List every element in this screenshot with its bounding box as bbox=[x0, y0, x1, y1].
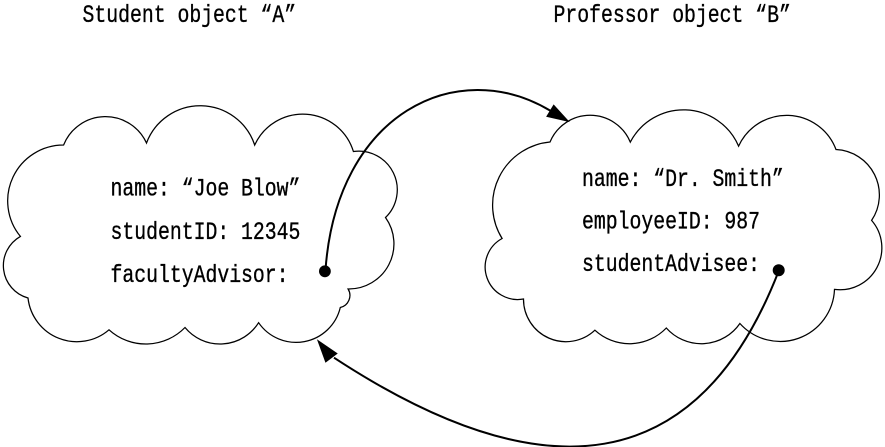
svg-text:employeeID: 987: employeeID: 987 bbox=[582, 208, 760, 237]
svg-text:studentID: 12345: studentID: 12345 bbox=[111, 218, 301, 247]
svg-text:Professor object “B”: Professor object “B” bbox=[554, 1, 791, 30]
svg-text:studentAdvisee:: studentAdvisee: bbox=[582, 250, 760, 279]
svg-text:name: “Joe Blow”: name: “Joe Blow” bbox=[111, 175, 301, 204]
svg-text:Student object “A”: Student object “A” bbox=[83, 1, 297, 30]
svg-text:name: “Dr. Smith”: name: “Dr. Smith” bbox=[582, 165, 784, 194]
svg-text:facultyAdvisor:: facultyAdvisor: bbox=[111, 261, 289, 290]
